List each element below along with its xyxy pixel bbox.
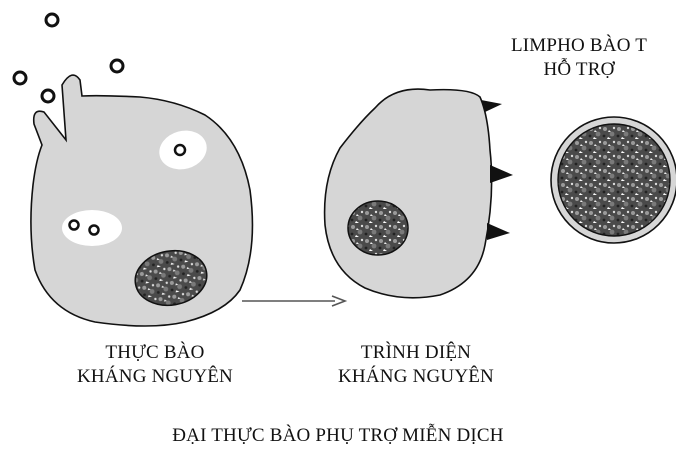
surface-antigen bbox=[487, 223, 510, 240]
phagocytosis-label-line2: KHÁNG NGUYÊN bbox=[50, 365, 260, 389]
ingested-antigen bbox=[90, 226, 99, 235]
presentation-label-line1: TRÌNH DIỆN bbox=[311, 341, 521, 365]
antigen-particle bbox=[111, 60, 123, 72]
nucleus bbox=[348, 201, 408, 255]
presenting-cell-body bbox=[325, 89, 492, 298]
antigen-particle bbox=[46, 14, 58, 26]
surface-antigen bbox=[490, 165, 513, 183]
helper-t-cell-label-line1: LIMPHO BÀO T bbox=[486, 34, 672, 58]
nucleus bbox=[558, 124, 670, 236]
helper-t-cell-label: LIMPHO BÀO T HỖ TRỢ bbox=[486, 34, 672, 82]
macrophage-cell bbox=[31, 75, 253, 326]
helper-t-cell-label-line2: HỖ TRỢ bbox=[486, 58, 672, 82]
ingested-antigen bbox=[175, 145, 185, 155]
antigen-particle bbox=[14, 72, 26, 84]
ingested-antigen bbox=[70, 221, 79, 230]
antigen-particle bbox=[42, 90, 54, 102]
process-arrow bbox=[242, 296, 345, 306]
presentation-label-line2: KHÁNG NGUYÊN bbox=[311, 365, 521, 389]
phagocytosis-label-line1: THỰC BÀO bbox=[50, 341, 260, 365]
presentation-label: TRÌNH DIỆN KHÁNG NGUYÊN bbox=[311, 341, 521, 389]
presenting-cell bbox=[325, 89, 513, 298]
helper-t-lymphocyte bbox=[551, 117, 676, 243]
diagram-caption: ĐẠI THỰC BÀO PHỤ TRỢ MIỄN DỊCH bbox=[0, 424, 676, 448]
phagocytosis-label: THỰC BÀO KHÁNG NGUYÊN bbox=[50, 341, 260, 389]
